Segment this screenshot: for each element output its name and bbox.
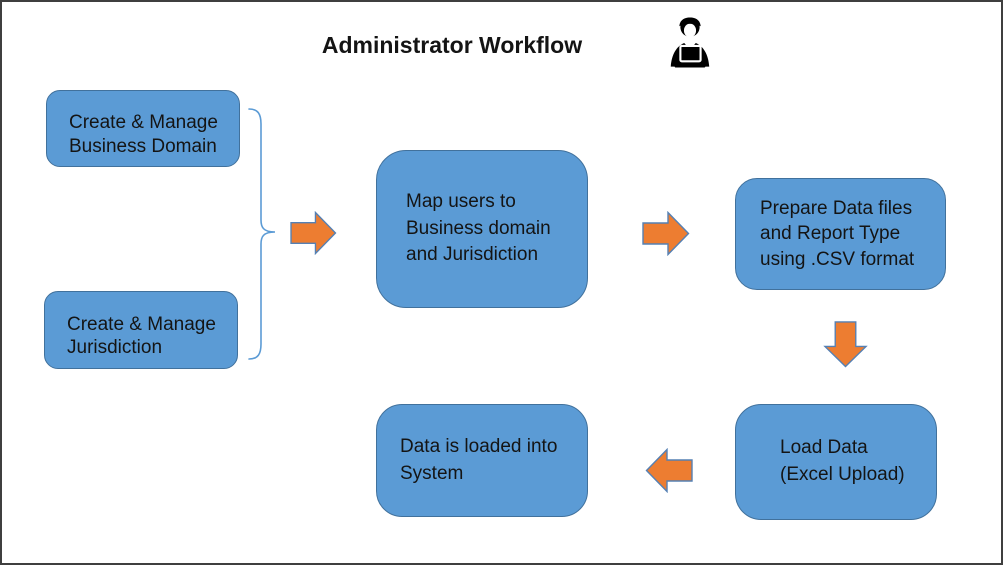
- arrow-right-icon: [642, 211, 690, 256]
- arrow-right-icon: [290, 211, 337, 255]
- diagram-title: Administrator Workflow: [321, 32, 583, 58]
- node-load-data: Load Data (Excel Upload): [735, 404, 937, 520]
- node-prepare-data-files: Prepare Data files and Report Type using…: [735, 178, 946, 290]
- arrow-down-icon: [823, 321, 868, 368]
- node-create-business-domain: Create & Manage Business Domain: [46, 90, 240, 167]
- node-map-users: Map users to Business domain and Jurisdi…: [376, 150, 588, 308]
- group-brace-connector: [248, 108, 276, 360]
- node-data-loaded: Data is loaded into System: [376, 404, 588, 517]
- node-create-jurisdiction: Create & Manage Jurisdiction: [44, 291, 238, 369]
- person-at-laptop-icon: [670, 17, 710, 68]
- arrow-left-icon: [645, 448, 693, 493]
